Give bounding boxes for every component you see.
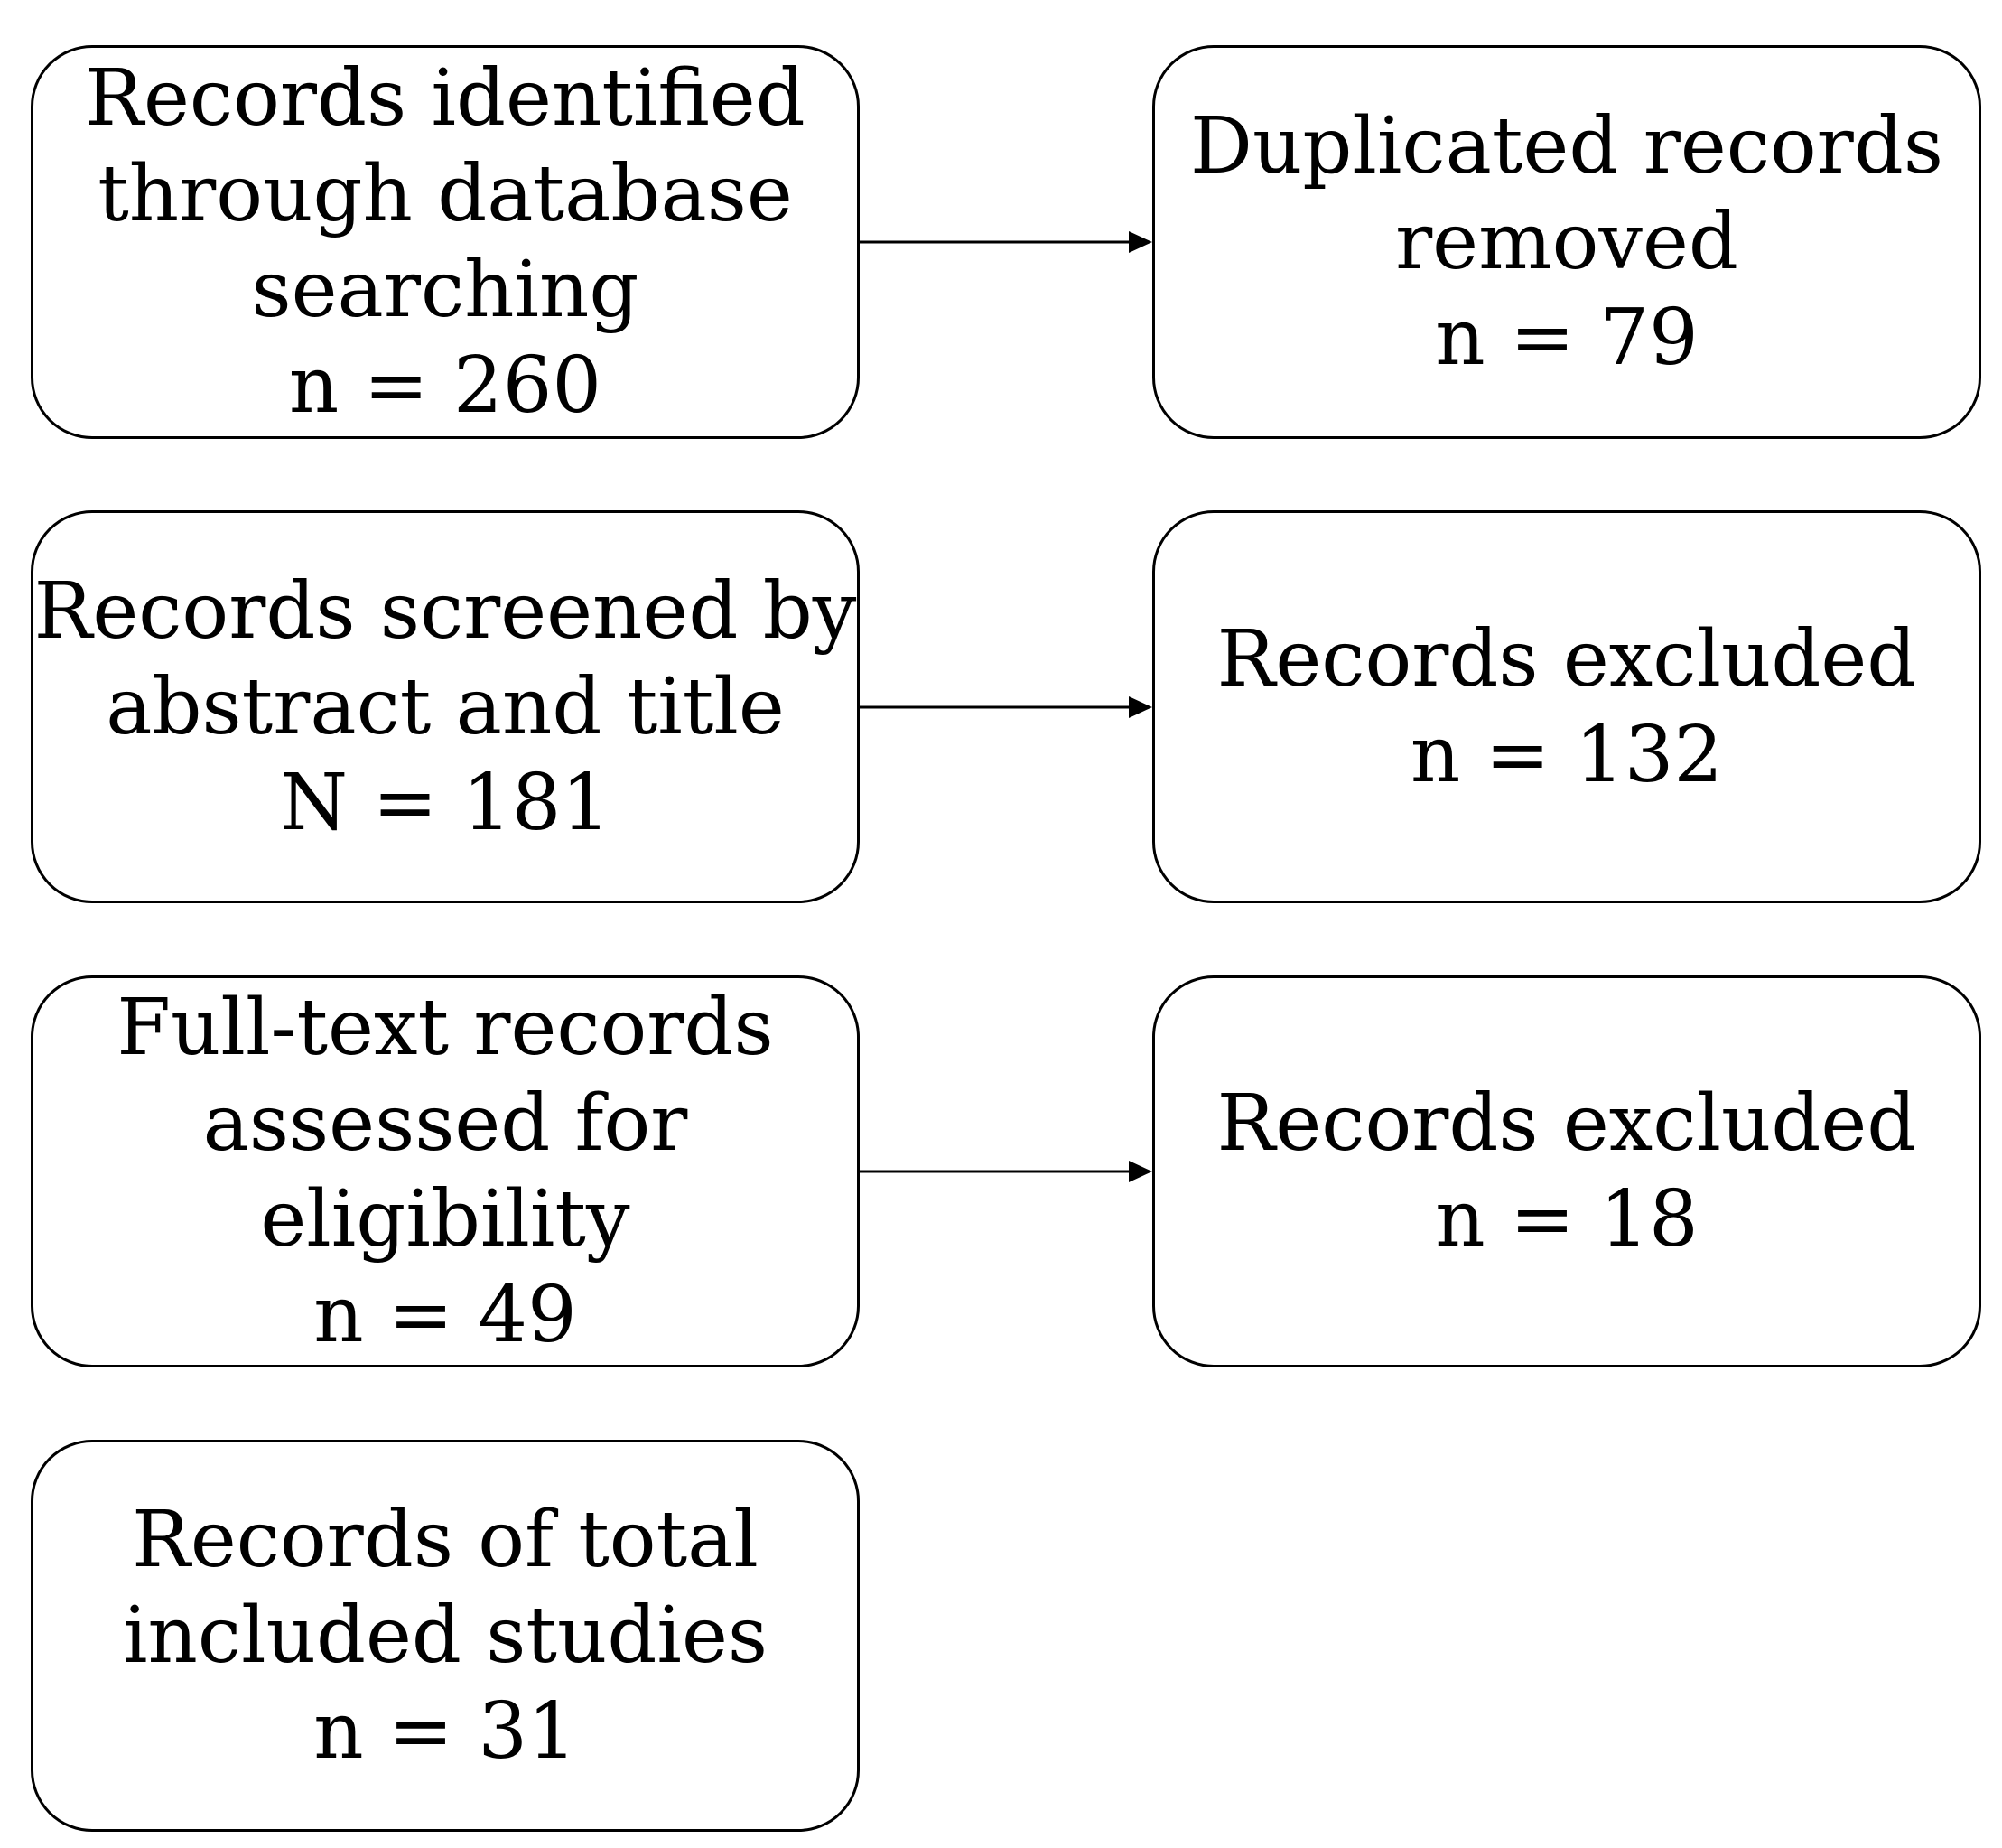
box-text-line: eligibility — [260, 1174, 630, 1265]
arrow-fulltext-to-excluded — [860, 1161, 1152, 1182]
box-text-line: Records identified — [85, 53, 805, 144]
box-text-line: abstract and title — [106, 661, 785, 752]
excluded-screening-box: Records excluded n = 132 — [1152, 510, 1981, 903]
box-count: n = 31 — [313, 1686, 577, 1777]
box-text-line: Records excluded — [1216, 613, 1917, 705]
box-text-line: Duplicated records — [1190, 101, 1943, 191]
box-text-line: searching — [251, 245, 639, 335]
box-text-line: removed — [1395, 197, 1738, 287]
screened-records-box: Records screened by abstract and title N… — [31, 510, 860, 903]
box-text-line: Full-text records — [116, 983, 774, 1073]
included-studies-box: Records of total included studies n = 31 — [31, 1440, 860, 1832]
box-text-line: Records screened by — [33, 565, 857, 657]
box-count: N = 181 — [279, 757, 611, 848]
box-count: n = 79 — [1435, 293, 1699, 383]
identified-records-box: Records identified through database sear… — [31, 45, 860, 439]
box-count: n = 132 — [1410, 709, 1724, 800]
arrow-identified-to-duplicates — [860, 231, 1152, 253]
box-count: n = 49 — [313, 1270, 577, 1360]
duplicates-removed-box: Duplicated records removed n = 79 — [1152, 45, 1981, 439]
box-text-line: assessed for — [202, 1078, 688, 1169]
arrow-screened-to-excluded — [860, 696, 1152, 718]
excluded-fulltext-box: Records excluded n = 18 — [1152, 975, 1981, 1367]
box-count: n = 260 — [288, 341, 602, 431]
box-text-line: included studies — [123, 1591, 768, 1681]
box-count: n = 18 — [1435, 1174, 1699, 1265]
box-text-line: Records excluded — [1216, 1078, 1917, 1169]
fulltext-assessed-box: Full-text records assessed for eligibili… — [31, 975, 860, 1367]
box-text-line: through database — [98, 149, 793, 239]
box-text-line: Records of total — [132, 1495, 759, 1585]
